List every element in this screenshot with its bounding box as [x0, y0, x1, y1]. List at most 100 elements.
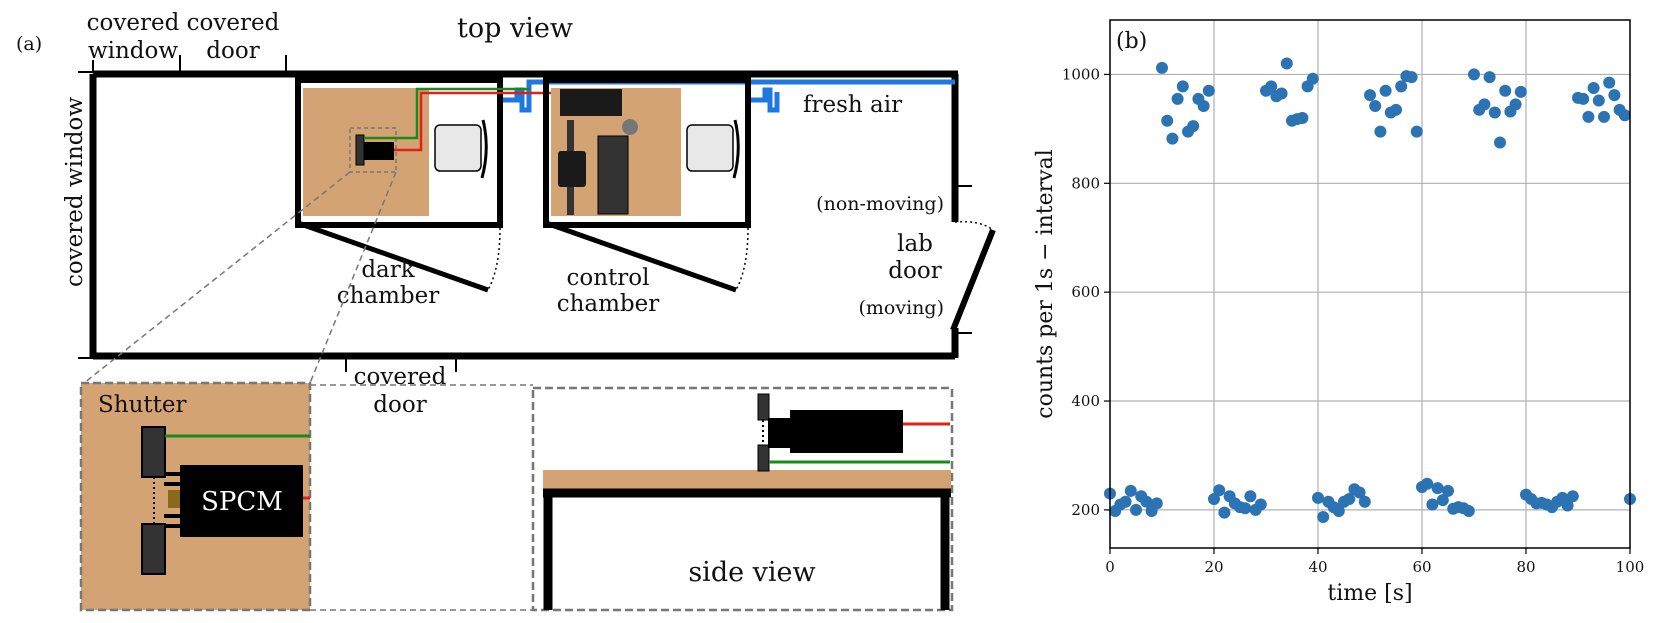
monitor-icon — [560, 89, 622, 116]
x-axis-label: time [s] — [1327, 581, 1412, 606]
non-moving-label: (non-moving) — [816, 193, 944, 215]
data-point — [1421, 477, 1434, 490]
data-point — [1603, 76, 1616, 89]
spcm-small-icon — [364, 142, 394, 160]
data-point — [1478, 98, 1491, 111]
data-point — [1124, 484, 1137, 497]
y-tick-label: 600 — [1071, 283, 1100, 301]
data-point — [1369, 100, 1382, 113]
data-point — [1509, 98, 1522, 111]
x-tick-label: 80 — [1516, 558, 1535, 576]
panel-b-label: (b) — [1116, 29, 1147, 54]
dark-chamber-door-swing — [487, 227, 501, 291]
data-point — [1483, 71, 1496, 84]
spcm-pin-4 — [164, 524, 180, 528]
desk-chair-icon — [558, 151, 586, 187]
data-point — [1166, 132, 1179, 145]
data-point — [1140, 495, 1153, 508]
data-point — [1119, 495, 1132, 508]
data-point — [1332, 504, 1345, 517]
data-point — [1608, 89, 1621, 102]
shutter-small-icon — [355, 134, 365, 166]
dark-chamber-chair-icon — [434, 124, 482, 172]
data-point — [1462, 504, 1475, 517]
data-point — [1130, 503, 1142, 516]
control-chamber-chair-back — [732, 119, 740, 179]
top-view-label: top view — [457, 13, 573, 44]
x-tick-label: 60 — [1412, 558, 1431, 576]
control-chamber-door-swing — [735, 227, 749, 291]
data-point — [1592, 94, 1605, 107]
lab-door-label-2: door — [888, 258, 941, 284]
data-point — [1390, 103, 1402, 116]
data-point — [1488, 106, 1501, 119]
data-point — [1161, 114, 1174, 127]
shutter-label: Shutter — [98, 392, 186, 418]
data-point — [1566, 490, 1579, 503]
x-tick-label: 20 — [1204, 558, 1223, 576]
data-point — [1395, 80, 1408, 93]
data-point — [1426, 498, 1439, 511]
data-point — [1499, 84, 1512, 97]
dark-chamber-label-2: chamber — [337, 283, 440, 309]
y-tick-label: 1000 — [1062, 65, 1100, 83]
data-point — [1582, 110, 1595, 123]
data-point — [1442, 484, 1454, 497]
data-point — [1618, 109, 1631, 122]
data-point — [1150, 497, 1163, 510]
side-shutter-bottom-icon — [757, 444, 770, 472]
data-point — [1312, 491, 1324, 504]
data-point — [1202, 84, 1215, 97]
fiber-red-top — [394, 91, 556, 152]
spcm-label: SPCM — [201, 487, 283, 517]
covered-door-bottom-label-1: covered — [354, 364, 447, 390]
data-point — [1218, 506, 1231, 519]
panel-a-label: (a) — [16, 33, 42, 55]
side-view-label: side view — [688, 557, 815, 588]
data-point — [1514, 85, 1527, 98]
side-view-table-top — [543, 470, 951, 489]
data-point — [1410, 125, 1423, 138]
x-tick-label: 100 — [1616, 558, 1645, 576]
spcm-body — [180, 465, 303, 537]
dark-chamber-chair-back — [480, 119, 488, 179]
zoom-line-right — [309, 171, 397, 384]
y-tick-label: 400 — [1071, 392, 1100, 410]
data-point — [1156, 61, 1168, 74]
covered-window-top-label-1: covered — [87, 10, 180, 36]
dark-chamber-box — [295, 77, 503, 228]
data-point — [1275, 87, 1288, 100]
control-chamber-box — [543, 77, 751, 228]
data-point — [1577, 92, 1590, 105]
data-point — [1239, 502, 1252, 515]
data-point — [1587, 82, 1600, 95]
data-point — [1431, 482, 1444, 495]
mouse-icon — [622, 119, 638, 135]
data-point — [1436, 494, 1449, 507]
chart-frame — [1109, 19, 1631, 549]
data-point — [1405, 71, 1418, 84]
side-spcm-body — [790, 410, 903, 453]
data-point — [1187, 120, 1200, 133]
dark-chamber-door — [297, 220, 489, 293]
control-chamber-door — [545, 220, 737, 293]
data-point — [1358, 495, 1371, 508]
data-point — [1468, 68, 1480, 81]
side-spcm-neck — [768, 418, 790, 448]
data-point — [1254, 498, 1267, 511]
data-point — [1494, 136, 1506, 149]
data-point — [1364, 89, 1376, 102]
y-tick-label: 800 — [1071, 174, 1100, 192]
data-point — [1280, 57, 1293, 70]
lab-door — [950, 228, 996, 332]
data-point — [1561, 499, 1574, 512]
spcm-pin-1 — [164, 472, 180, 476]
data-point — [1244, 490, 1257, 503]
computer-tower-icon — [597, 135, 629, 215]
x-tick-label: 0 — [1105, 558, 1115, 576]
data-point — [1176, 80, 1189, 93]
